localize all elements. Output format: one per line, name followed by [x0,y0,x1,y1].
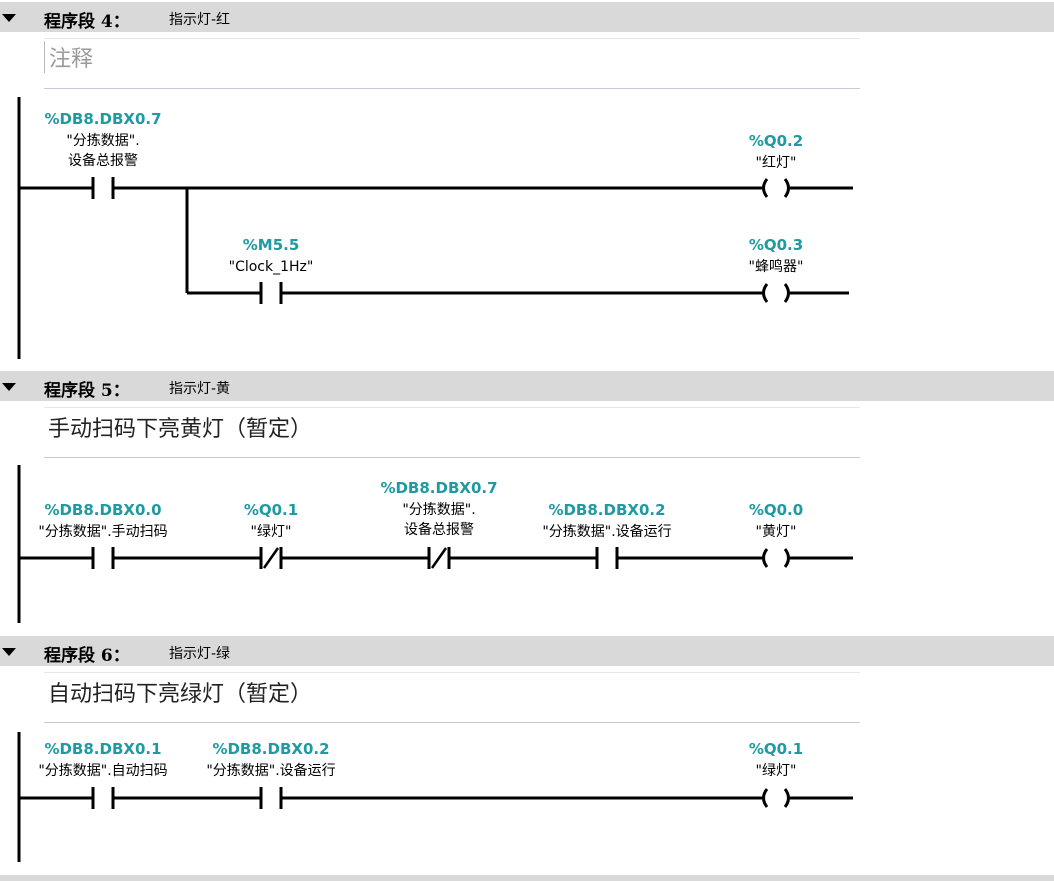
collapse-triangle-icon[interactable] [2,14,16,22]
contact-symbol-line2[interactable]: 设备总报警 [404,521,474,538]
contact-symbol[interactable]: "绿灯" [251,524,292,540]
network-5-comment[interactable]: 手动扫码下亮黄灯（暂定） [48,417,313,442]
contact-address[interactable]: %DB8.DBX0.2 [548,501,665,519]
contact-address[interactable]: %M5.5 [243,236,300,254]
coil[interactable] [762,788,790,808]
contact-symbol-line2[interactable]: 设备总报警 [68,152,138,169]
contact-address[interactable]: %DB8.DBX0.0 [44,501,161,519]
contact-symbol[interactable]: "分拣数据".自动扫码 [38,763,167,779]
network-6-ladder: %DB8.DBX0.1 "分拣数据".自动扫码 %DB8.DBX0.2 "分拣数… [17,732,853,862]
nc-contact[interactable] [259,547,283,569]
contact-address[interactable]: %DB8.DBX0.7 [380,479,497,497]
contact-symbol[interactable]: "分拣数据".设备运行 [542,523,671,540]
no-contact[interactable] [259,787,283,809]
coil-symbol[interactable]: "黄灯" [756,523,797,540]
network-4-comment-box[interactable]: 注释 [44,38,860,89]
network-6-comment-box[interactable]: 自动扫码下亮绿灯（暂定） [44,672,860,723]
network-6-header[interactable]: 程序段 6： 指示灯-绿 [0,636,1054,666]
network-6-comment[interactable]: 自动扫码下亮绿灯（暂定） [48,682,313,707]
no-contact[interactable] [595,547,619,569]
contact-address[interactable]: %DB8.DBX0.1 [44,740,161,758]
nc-contact[interactable] [427,547,451,569]
coil[interactable] [762,283,790,303]
network-5-comment-box[interactable]: 手动扫码下亮黄灯（暂定） [44,407,860,458]
network-5-ladder: %DB8.DBX0.0 "分拣数据".手动扫码 %Q0.1 "绿灯" %DB8.… [17,465,853,623]
coil-symbol[interactable]: "红灯" [756,155,797,171]
coil-address[interactable]: %Q0.3 [749,236,803,254]
coil-address[interactable]: %Q0.2 [749,132,803,150]
contact-symbol[interactable]: "分拣数据".设备运行 [206,762,335,779]
coil[interactable] [762,178,790,198]
contact-symbol[interactable]: "Clock_1Hz" [229,259,314,275]
no-contact[interactable] [91,547,115,569]
network-4-name[interactable]: 指示灯-红 [169,12,231,28]
no-contact[interactable] [91,177,115,199]
network-4-header[interactable]: 程序段 4： 指示灯-红 [0,2,1054,32]
network-5-header[interactable]: 程序段 5： 指示灯-黄 [0,371,1054,401]
coil-address[interactable]: %Q0.1 [749,740,803,758]
network-6-name[interactable]: 指示灯-绿 [169,646,231,662]
contact-address[interactable]: %DB8.DBX0.2 [212,740,329,758]
network-6-title: 程序段 6： [44,646,130,666]
network-5-title: 程序段 5： [44,381,130,401]
contact-symbol[interactable]: "分拣数据". [402,502,475,518]
coil-symbol[interactable]: "绿灯" [756,763,797,779]
contact-address[interactable]: %Q0.1 [244,501,298,519]
network-4-ladder: %DB8.DBX0.7 "分拣数据". 设备总报警 %M5.5 "Clock_1… [17,97,853,359]
network-5-name[interactable]: 指示灯-黄 [169,381,231,397]
no-contact[interactable] [259,282,283,304]
collapse-triangle-icon[interactable] [2,648,16,656]
contact-symbol[interactable]: "分拣数据".手动扫码 [38,524,167,540]
network-4-comment[interactable]: 注释 [44,41,93,73]
collapse-triangle-icon[interactable] [2,383,16,391]
contact-symbol[interactable]: "分拣数据". [66,133,139,149]
no-contact[interactable] [91,787,115,809]
coil-address[interactable]: %Q0.0 [749,501,803,519]
network-7-header[interactable] [0,875,1054,881]
contact-address[interactable]: %DB8.DBX0.7 [44,110,161,128]
coil-symbol[interactable]: "蜂鸣器" [749,258,804,275]
coil[interactable] [762,548,790,568]
network-4-title: 程序段 4： [44,12,130,32]
